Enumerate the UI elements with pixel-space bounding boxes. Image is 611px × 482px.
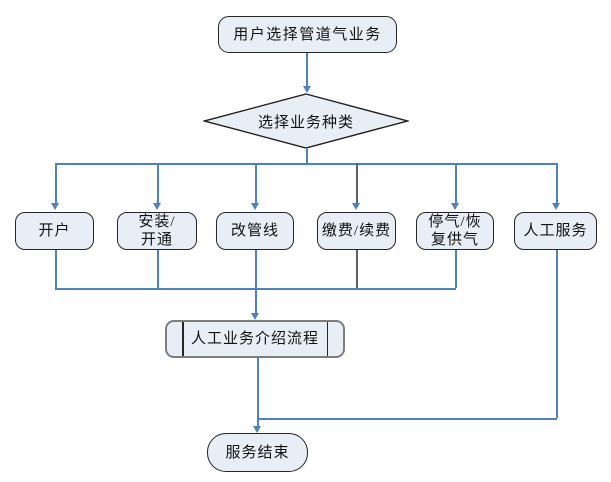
connector-start-to-decision [306, 53, 308, 86]
end-node: 服务结束 [207, 433, 308, 472]
decision-node-label: 选择业务种类 [257, 114, 354, 131]
connector-change-pipeline-to-process [255, 250, 257, 313]
arrowhead-into-payment-renewal [352, 203, 360, 210]
connector-drop-install-activate [157, 163, 159, 203]
arrowhead-into-open-account [51, 203, 59, 210]
connector-drop-open-account [55, 163, 57, 203]
arrowhead-into-process [251, 313, 259, 320]
branch-stop-restore-gas-label: 停气/恢 复供气 [428, 214, 482, 248]
branch-open-account-label: 开户 [38, 223, 71, 239]
process-manual-intro: 人工业务介绍流程 [165, 320, 345, 358]
arrowhead-into-end [253, 426, 261, 433]
branch-payment-renewal: 缴费/续费 [317, 212, 396, 250]
connector-distribution-line [55, 163, 557, 165]
arrowhead-into-change-pipeline [251, 203, 259, 210]
decision-diamond-shape [201, 93, 411, 149]
branch-change-pipeline-label: 改管线 [230, 223, 279, 239]
branch-manual-service: 人工服务 [514, 212, 597, 250]
connector-drop-change-pipeline [255, 163, 257, 203]
connector-open-account-down [55, 250, 57, 288]
connector-decision-stub [306, 149, 308, 163]
connector-manual-service-down [556, 250, 558, 418]
connector-install-activate-down [157, 250, 159, 288]
connector-process-to-end [257, 358, 259, 426]
branch-install-activate-label: 安装/ 开通 [138, 214, 176, 248]
arrowhead-into-manual-service [552, 203, 560, 210]
connector-drop-manual-service [556, 163, 558, 203]
process-manual-intro-label: 人工业务介绍流程 [190, 331, 319, 347]
branch-payment-renewal-label: 缴费/续费 [321, 223, 392, 239]
connector-payment-renewal-down [356, 250, 358, 288]
branch-open-account: 开户 [15, 212, 94, 250]
arrowhead-into-stop-restore-gas [451, 203, 459, 210]
branch-stop-restore-gas: 停气/恢 复供气 [416, 212, 494, 250]
connector-drop-payment-renewal [356, 163, 358, 203]
arrowhead-into-install-activate [153, 203, 161, 210]
branch-install-activate: 安装/ 开通 [117, 212, 197, 250]
decision-node: 选择业务种类 [201, 93, 411, 149]
branch-change-pipeline: 改管线 [216, 212, 294, 250]
process-right-bar [326, 322, 328, 356]
start-node: 用户选择管道气业务 [218, 16, 397, 53]
connector-stop-restore-gas-down [455, 250, 457, 288]
end-node-label: 服务结束 [225, 444, 290, 461]
process-left-bar [182, 322, 184, 356]
connector-manual-service-to-end [257, 418, 557, 420]
connector-drop-stop-restore-gas [455, 163, 457, 203]
start-node-label: 用户选择管道气业务 [233, 26, 382, 43]
arrowhead-into-decision [302, 86, 311, 93]
branch-manual-service-label: 人工服务 [523, 223, 588, 239]
